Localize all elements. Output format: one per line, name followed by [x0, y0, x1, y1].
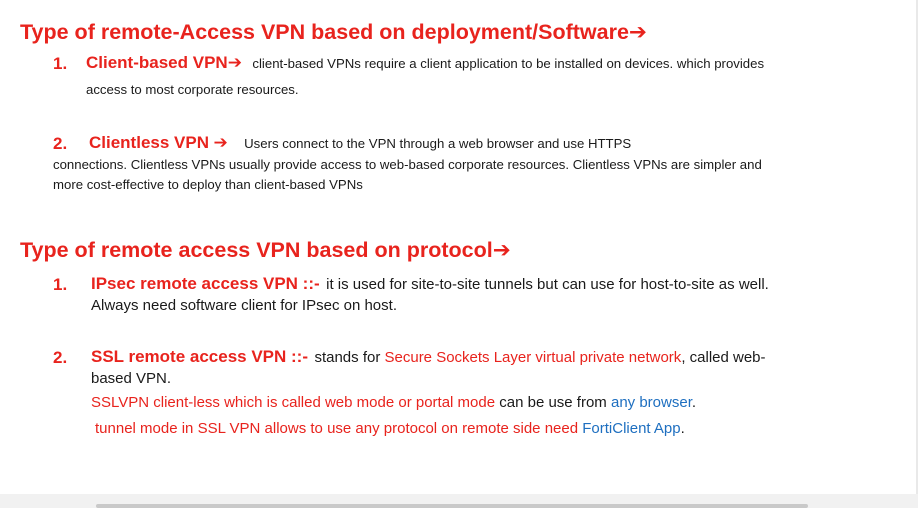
right-arrow-icon: ➔ — [213, 133, 228, 152]
item-description-continued: more cost-effective to deploy than clien… — [53, 177, 363, 192]
right-arrow-icon: ➔ — [628, 20, 647, 44]
list-number: 2. — [53, 134, 68, 153]
item-description-continued: connections. Clientless VPNs usually pro… — [53, 157, 762, 172]
heading-text: Type of remote access VPN based on proto… — [20, 238, 493, 262]
link-text: FortiClient App — [582, 420, 681, 437]
list-item-clientless-vpn: Clientless VPN ➔ Users connect to the VP… — [89, 133, 631, 153]
heading-text: Type of remote-Access VPN based on deplo… — [20, 20, 629, 44]
item-description-continued: access to most corporate resources. — [86, 82, 299, 97]
item-title: SSL remote access VPN ::- — [91, 347, 308, 366]
item-title: Client-based VPN — [86, 53, 228, 72]
slide: Type of remote-Access VPN based on deplo… — [20, 0, 918, 494]
item-description-continued: Always need software client for IPsec on… — [91, 297, 397, 314]
item-description-continued: based VPN. — [91, 370, 172, 387]
item-note-sslvpn-clientless: SSLVPN client-less which is called web m… — [91, 394, 696, 411]
list-number: 1. — [53, 275, 68, 294]
list-item-ipsec-vpn: IPsec remote access VPN ::- it is used f… — [91, 274, 769, 294]
slide-edge — [916, 0, 918, 494]
list-number: 2. — [53, 348, 68, 367]
highlight-text: Secure Sockets Layer virtual private net… — [384, 349, 682, 366]
item-description: Users connect to the VPN through a web b… — [244, 136, 632, 151]
right-arrow-icon: ➔ — [227, 53, 242, 72]
highlight-text: SSLVPN client-less which is called web m… — [91, 394, 496, 411]
item-title: IPsec remote access VPN ::- — [91, 274, 320, 293]
text-segment: . — [691, 394, 697, 411]
text-segment: can be use from — [499, 394, 607, 411]
section-heading-deployment: Type of remote-Access VPN based on deplo… — [20, 20, 647, 45]
list-item-ssl-vpn: SSL remote access VPN ::- stands for Sec… — [91, 347, 766, 367]
highlight-text: tunnel mode in SSL VPN allows to use any… — [95, 420, 579, 437]
text-segment: . — [680, 420, 685, 437]
text-segment: stands for — [314, 349, 381, 366]
item-description: it is used for site-to-site tunnels but … — [326, 276, 769, 293]
scrollbar-thumb[interactable] — [96, 504, 808, 508]
item-note-tunnel-mode: tunnel mode in SSL VPN allows to use any… — [95, 420, 685, 437]
link-text: any browser — [610, 394, 692, 411]
section-heading-protocol: Type of remote access VPN based on proto… — [20, 238, 511, 263]
list-item-client-based-vpn: Client-based VPN➔ client-based VPNs requ… — [86, 53, 764, 73]
text-segment: , called web- — [681, 349, 766, 366]
item-title: Clientless VPN — [89, 133, 209, 152]
item-description: stands for Secure Sockets Layer virtual … — [314, 349, 765, 366]
item-description: client-based VPNs require a client appli… — [252, 56, 765, 71]
right-arrow-icon: ➔ — [492, 238, 511, 262]
list-number: 1. — [53, 54, 68, 73]
